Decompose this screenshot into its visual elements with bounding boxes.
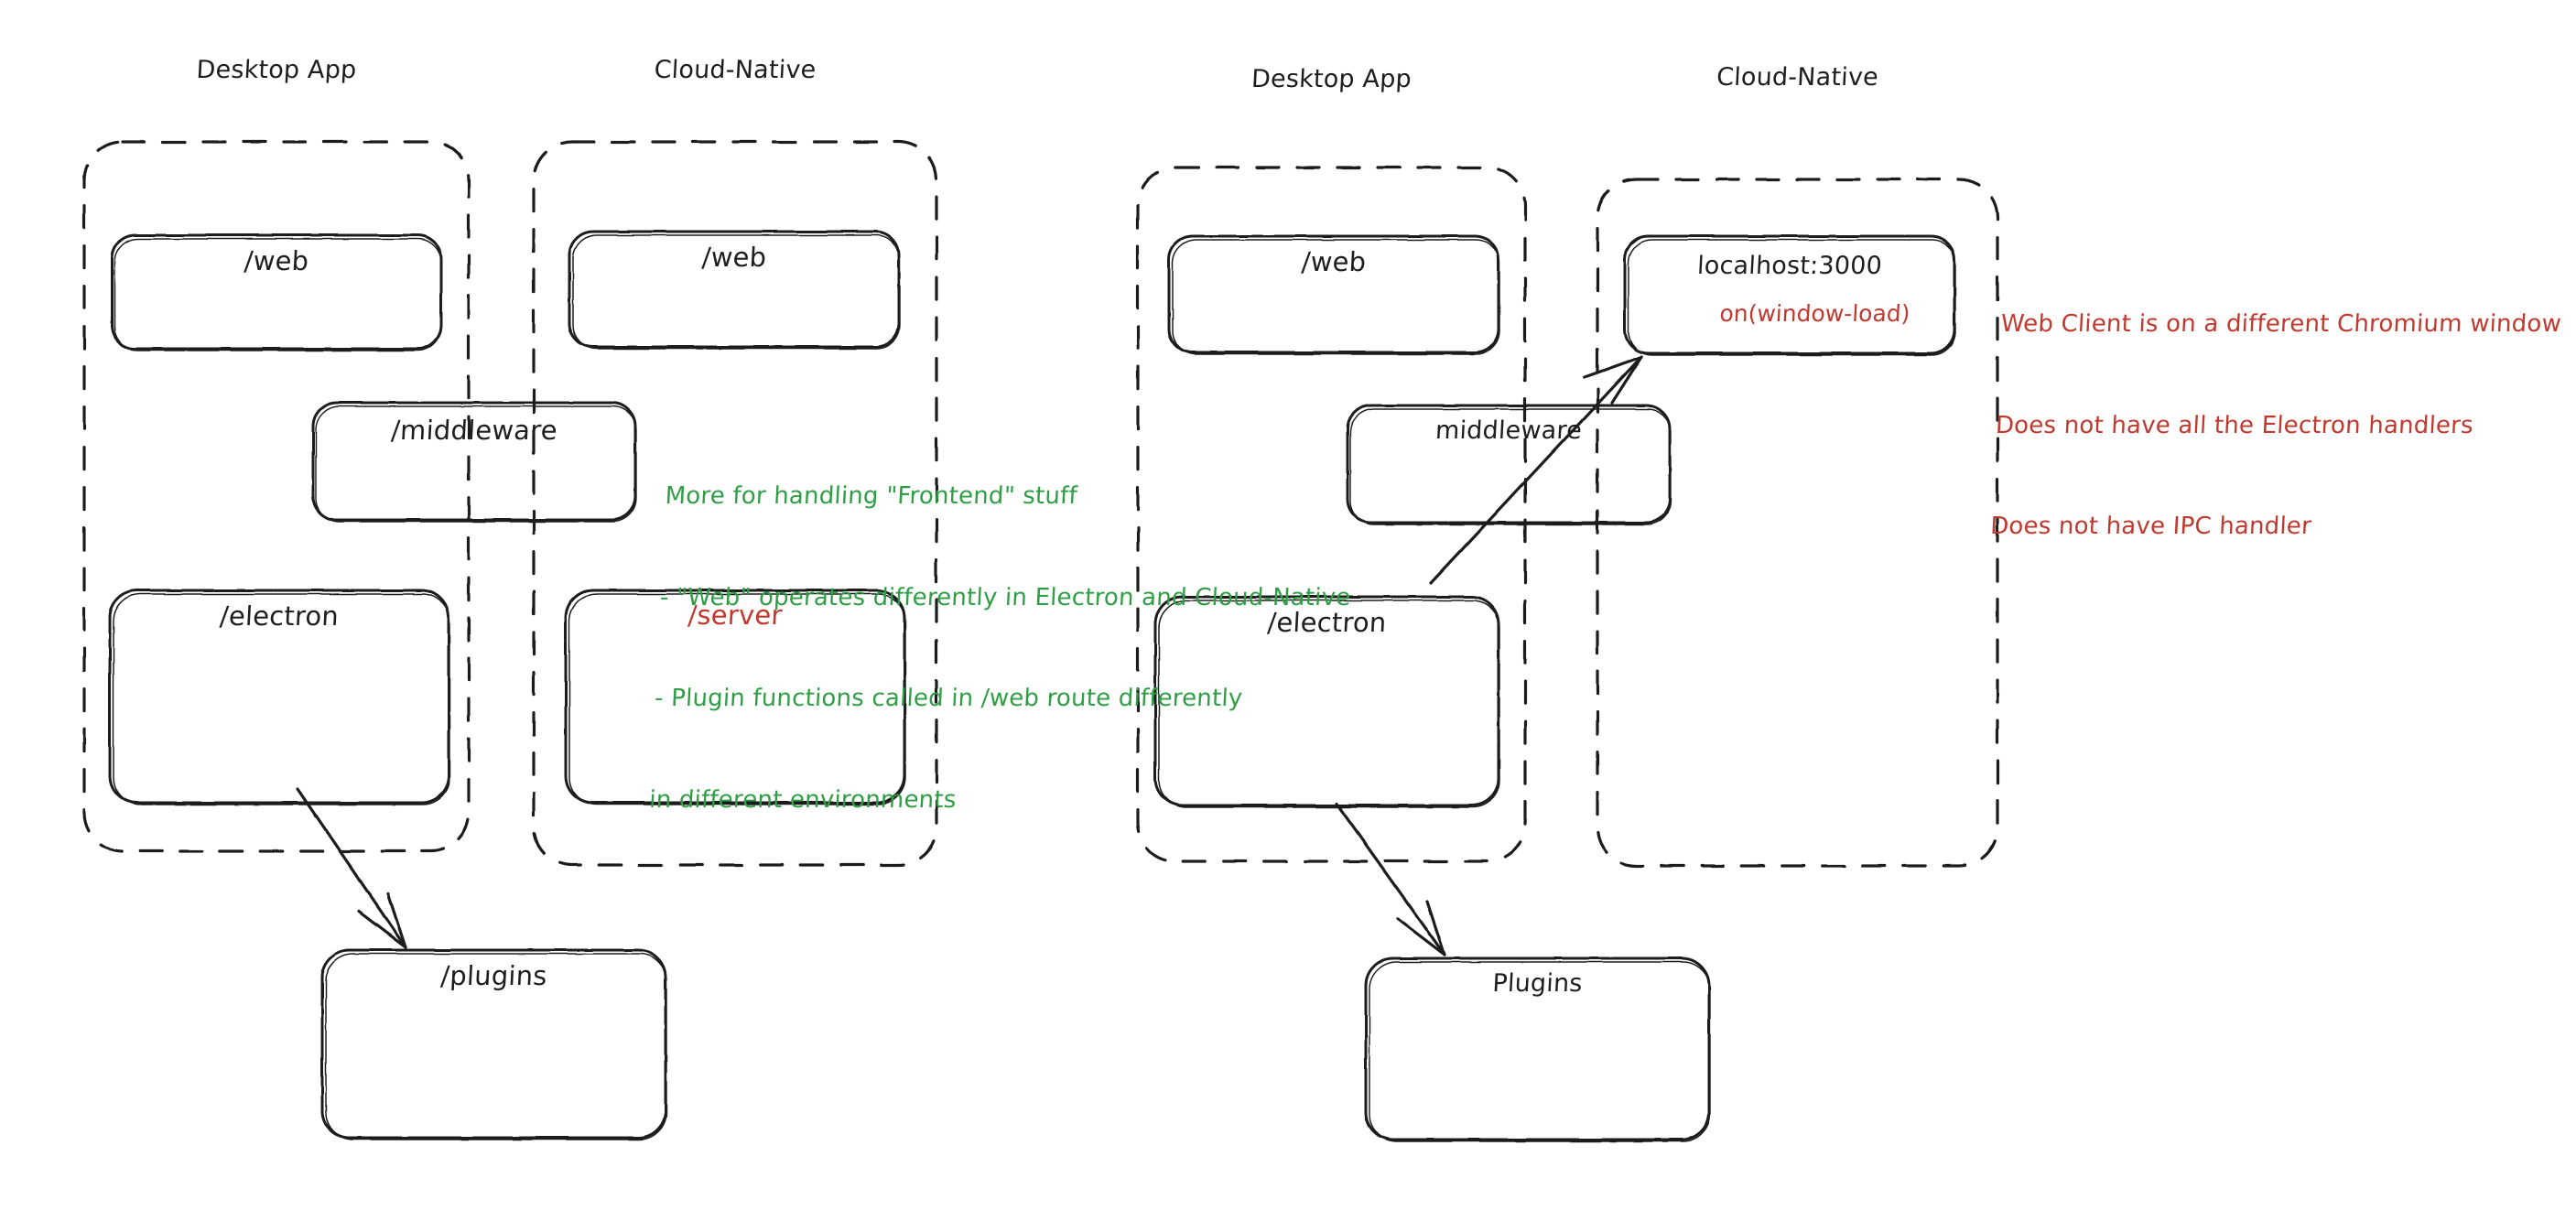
arrow-electron-to-localhost	[1429, 355, 1643, 585]
annotation-web-client-line-1: Web Client is on a different Chromium wi…	[2000, 309, 2562, 338]
arrow-electron-to-plugins-left	[296, 787, 407, 949]
annotation-web-client-note: Web Client is on a different Chromium wi…	[1986, 240, 2565, 611]
group-label-left-cloud-native: Cloud-Native	[653, 56, 817, 84]
annotation-frontend-line-3: - Plugin functions called in /web route …	[654, 685, 1244, 713]
annotation-frontend-line-4: in different environments	[648, 785, 958, 814]
node-label-left-web-cloud: /web	[700, 242, 768, 273]
annotation-web-client-line-3: Does not have IPC handler	[1989, 513, 2312, 541]
annotation-frontend-note: More for handling "Frontend" stuff - "We…	[644, 412, 1360, 885]
node-label-right-web: /web	[1300, 246, 1368, 277]
annotation-frontend-line-2: - "Web" operates differently in Electron…	[659, 583, 1352, 611]
node-label-left-web-desktop: /web	[243, 245, 310, 276]
group-label-right-cloud-native: Cloud-Native	[1716, 63, 1879, 92]
node-label-right-middleware: middleware	[1434, 416, 1583, 445]
node-label-right-plugins: Plugins	[1491, 969, 1584, 998]
annotation-frontend-line-1: More for handling "Frontend" stuff	[664, 481, 1078, 510]
node-sublabel-on-window-load: on(window-load)	[1718, 300, 1911, 327]
annotation-web-client-line-2: Does not have all the Electron handlers	[1995, 411, 2474, 439]
group-label-right-desktop-app: Desktop App	[1250, 65, 1412, 93]
node-label-left-electron: /electron	[219, 600, 340, 632]
node-label-left-middleware: /middleware	[390, 415, 558, 446]
node-label-right-localhost: localhost:3000	[1696, 252, 1883, 280]
node-label-left-plugins: /plugins	[439, 960, 548, 991]
group-label-left-desktop-app: Desktop App	[195, 56, 358, 84]
arrow-electron-to-plugins-right	[1335, 802, 1446, 956]
